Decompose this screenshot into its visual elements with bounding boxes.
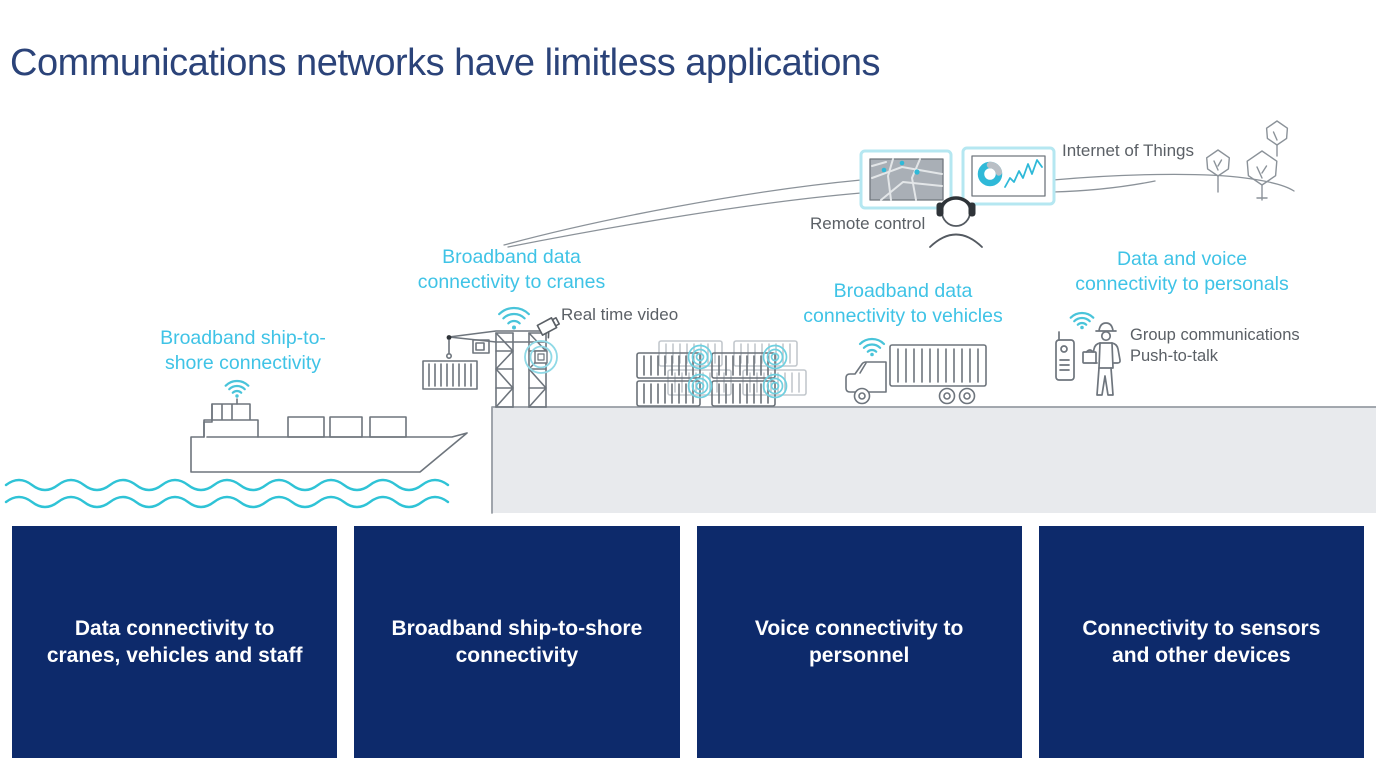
card-label: Voice connectivity to personnel bbox=[754, 617, 964, 667]
ship-connectivity-label: Broadband ship-to- shore connectivity bbox=[160, 327, 326, 374]
map-monitor bbox=[859, 149, 953, 210]
tree-icon bbox=[1246, 150, 1278, 201]
internet-of-things-label: Internet of Things bbox=[1062, 141, 1194, 160]
port-illustration bbox=[4, 120, 1376, 514]
radar-icon bbox=[687, 344, 788, 399]
vehicles-connectivity-label: Broadband data connectivity to vehicles bbox=[803, 280, 1003, 327]
tree-icon bbox=[1206, 149, 1230, 193]
summary-cards: Data connectivity to cranes, vehicles an… bbox=[12, 526, 1364, 758]
ship bbox=[190, 379, 468, 473]
real-time-video-label: Real time video bbox=[561, 305, 679, 324]
remote-control-monitors bbox=[859, 146, 1056, 248]
donut-chart-icon bbox=[977, 161, 1003, 187]
card-sensors-devices: Connectivity to sensors and other device… bbox=[1038, 526, 1364, 758]
personals-connectivity-label: Data and voice connectivity to personals bbox=[1075, 248, 1289, 295]
tree-icon bbox=[1265, 120, 1289, 157]
operator-with-headset bbox=[929, 196, 983, 248]
dashboard-monitor bbox=[961, 146, 1056, 206]
quay bbox=[491, 406, 1376, 514]
radar-icon bbox=[524, 340, 558, 374]
card-ship-to-shore: Broadband ship-to-shore connectivity bbox=[354, 526, 680, 758]
card-label: Connectivity to sensors and other device… bbox=[1082, 617, 1321, 667]
connection-curves bbox=[503, 173, 1295, 248]
water-waves bbox=[4, 478, 450, 509]
wifi-icon bbox=[224, 379, 250, 398]
card-voice-connectivity: Voice connectivity to personnel bbox=[696, 526, 1022, 758]
card-data-connectivity: Data connectivity to cranes, vehicles an… bbox=[12, 526, 338, 758]
card-label: Broadband ship-to-shore connectivity bbox=[391, 617, 643, 667]
page-title: Communications networks have limitless a… bbox=[10, 42, 881, 84]
card-label: Data connectivity to cranes, vehicles an… bbox=[46, 617, 303, 667]
wifi-icon bbox=[1069, 311, 1095, 330]
camera-icon bbox=[536, 316, 561, 339]
cranes-connectivity-label: Broadband data connectivity to cranes bbox=[417, 246, 606, 293]
wifi-icon bbox=[858, 337, 886, 357]
remote-control-label: Remote control bbox=[810, 214, 926, 233]
tree-icons bbox=[1206, 120, 1289, 201]
wifi-icon bbox=[498, 306, 530, 330]
group-communications-label: Group communications Push-to-talk bbox=[1130, 326, 1300, 365]
walkie-talkie-icon bbox=[1055, 331, 1075, 381]
truck bbox=[845, 337, 987, 405]
container-stacks bbox=[636, 340, 807, 407]
crane bbox=[422, 306, 561, 408]
worker bbox=[1055, 311, 1121, 396]
line-chart-icon bbox=[1004, 159, 1043, 188]
